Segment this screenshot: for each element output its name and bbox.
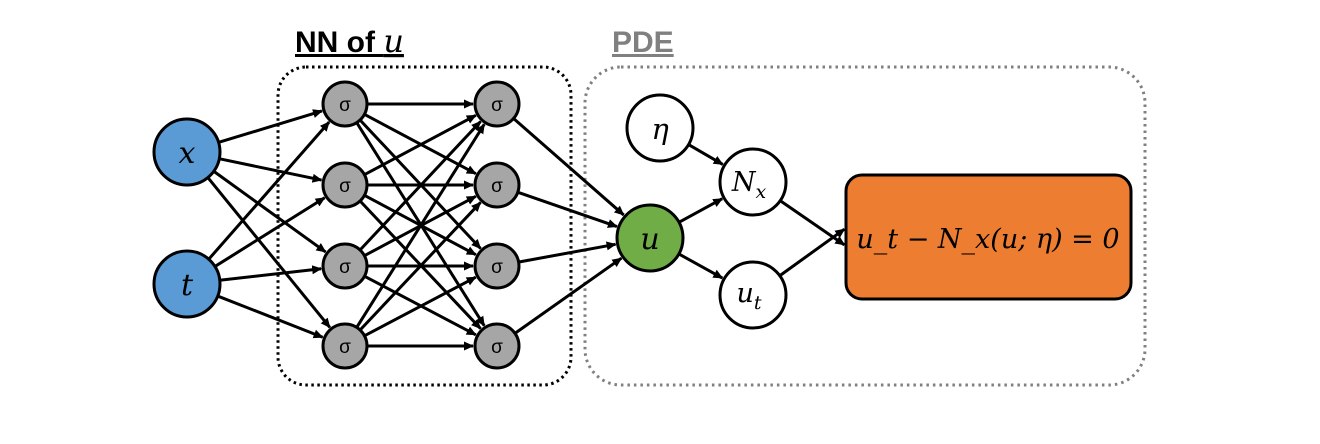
edge-arrow bbox=[355, 123, 486, 328]
output-label-u: u bbox=[640, 222, 659, 257]
svg-text:σ: σ bbox=[339, 337, 351, 358]
pde-equation-box: u_t − N_x(u; η) = 0 bbox=[844, 173, 1133, 301]
svg-text:σ: σ bbox=[491, 95, 503, 116]
edge-arrow bbox=[364, 275, 477, 337]
eta-label: η bbox=[651, 112, 669, 146]
edge-arrow bbox=[679, 253, 724, 280]
input-node-x: x bbox=[152, 117, 222, 187]
edge-arrow bbox=[215, 196, 326, 268]
input-node-t: t bbox=[152, 249, 222, 319]
edge-arrow bbox=[207, 177, 332, 329]
edge-arrow bbox=[219, 109, 323, 144]
svg-text:σ: σ bbox=[339, 95, 351, 116]
pde-equation: u_t − N_x(u; η) = 0 bbox=[856, 224, 1119, 255]
hidden-node: σ bbox=[321, 242, 369, 290]
edge-arrow bbox=[213, 170, 327, 254]
operator-label: N bbox=[731, 167, 757, 198]
edge-arrow bbox=[514, 256, 623, 334]
edge-arrow bbox=[513, 118, 625, 217]
output-node-u: u bbox=[615, 203, 685, 273]
input-label-x: x bbox=[179, 136, 196, 171]
edge-arrow bbox=[780, 200, 846, 247]
svg-text:σ: σ bbox=[491, 257, 503, 278]
edge-arrow bbox=[208, 121, 331, 260]
edges bbox=[207, 99, 846, 351]
svg-text:σ: σ bbox=[339, 176, 351, 197]
edge-arrow bbox=[219, 157, 323, 183]
time-deriv-label: u bbox=[736, 278, 753, 309]
hidden-node: σ bbox=[321, 161, 369, 209]
parameter-node-eta: η bbox=[625, 93, 695, 163]
edge-arrow bbox=[359, 201, 482, 331]
edge-arrow bbox=[518, 191, 618, 228]
hidden-node: σ bbox=[321, 80, 369, 128]
hidden-node: σ bbox=[473, 80, 521, 128]
hidden-node: σ bbox=[473, 322, 521, 370]
edge-arrow bbox=[679, 197, 724, 224]
hidden-node: σ bbox=[321, 322, 369, 370]
operator-sub: x bbox=[755, 181, 766, 203]
time-deriv-sub: t bbox=[754, 292, 762, 314]
edge-arrow bbox=[220, 265, 323, 282]
nn-title-var: u bbox=[383, 22, 404, 60]
input-label-t: t bbox=[181, 268, 194, 303]
edge-arrow bbox=[364, 113, 477, 176]
hidden-node: σ bbox=[473, 242, 521, 290]
svg-text:Nx: Nx bbox=[731, 167, 767, 203]
operator-node-nx: Nx bbox=[718, 147, 788, 217]
time-derivative-node: ut bbox=[718, 260, 788, 330]
svg-text:ut: ut bbox=[736, 278, 761, 314]
svg-text:σ: σ bbox=[339, 257, 351, 278]
edge-arrow bbox=[218, 295, 324, 339]
pde-title: PDE bbox=[612, 26, 674, 59]
nn-title: NN of u bbox=[295, 22, 404, 60]
edge-arrow bbox=[519, 241, 617, 264]
svg-text:σ: σ bbox=[491, 176, 503, 197]
edge-arrow bbox=[779, 227, 846, 277]
hidden-node: σ bbox=[473, 161, 521, 209]
edge-arrow bbox=[688, 143, 724, 166]
svg-text:σ: σ bbox=[491, 337, 503, 358]
edge-arrow bbox=[359, 120, 482, 251]
